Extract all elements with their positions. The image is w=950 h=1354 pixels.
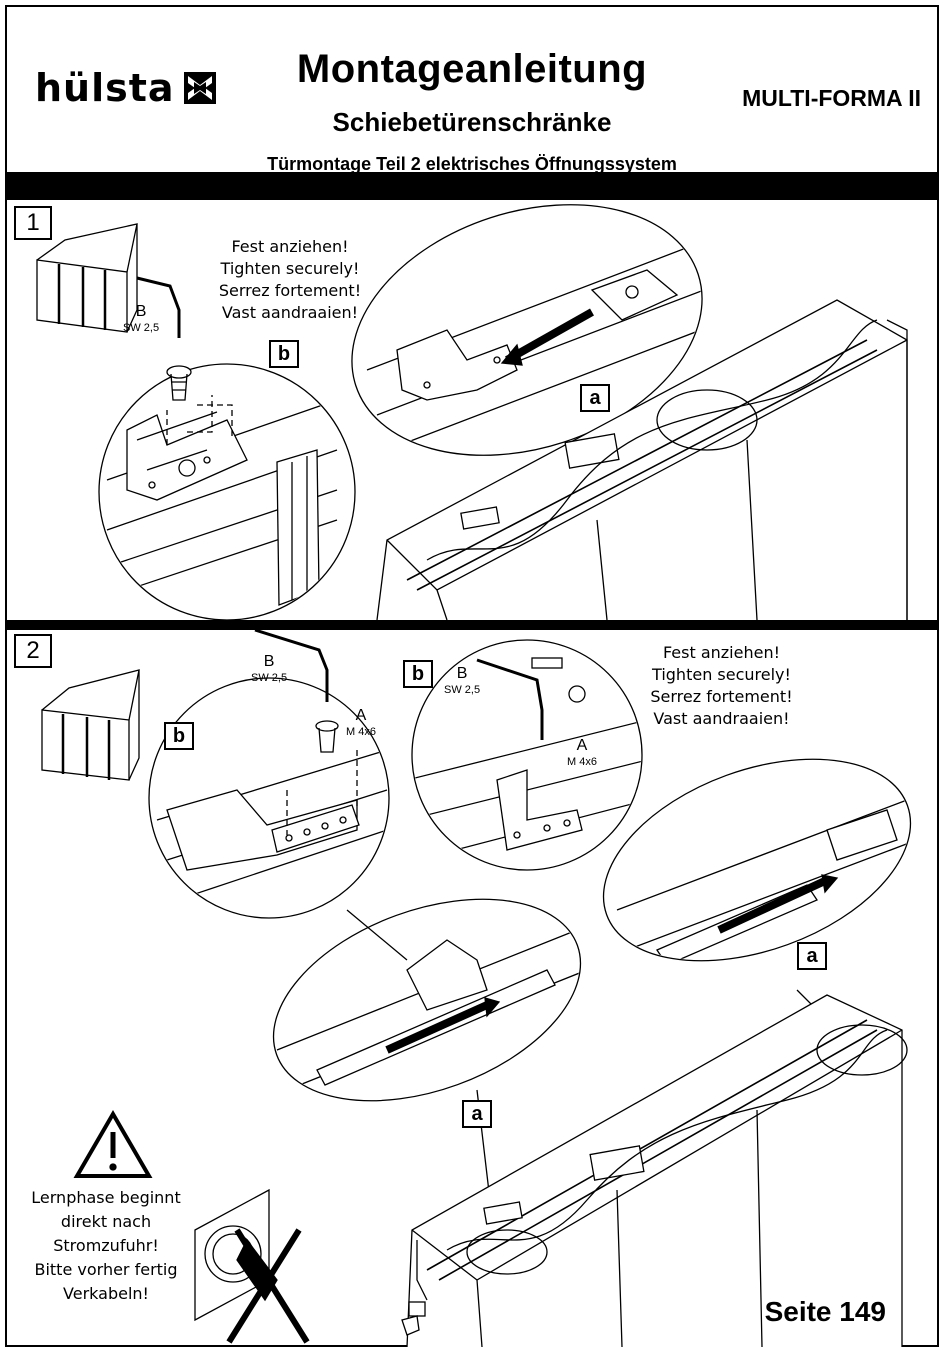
- brand-name: hülsta: [35, 66, 175, 110]
- callout-a-bottom: a: [462, 1100, 492, 1128]
- screw-icon: [166, 365, 192, 401]
- step-2-illustration: [41, 630, 918, 1347]
- step-1-illustration: [36, 204, 908, 620]
- tighten-note: Fest anziehen! Tighten securely! Serrez …: [650, 643, 793, 728]
- no-socket-icon: [194, 1188, 310, 1344]
- wardrobe-thumbnail-icon: [36, 223, 138, 333]
- brand-mark-icon: [183, 72, 216, 104]
- step-2-number: 2: [14, 634, 52, 668]
- model-name: MULTI-FORMA II: [742, 85, 921, 111]
- page-title: Montageanleitung: [296, 47, 648, 91]
- warning-text: Lernphase beginnt direkt nach Stromzufuh…: [31, 1188, 181, 1303]
- header-band: [7, 172, 937, 200]
- step-1: 1: [7, 200, 937, 620]
- brand-logo: hülsta: [35, 69, 217, 107]
- step-1-number: 1: [14, 206, 52, 240]
- header: hülsta Montageanleitung Schiebetürenschr…: [7, 7, 937, 174]
- callout-a-right: a: [797, 942, 827, 970]
- warning-icon: [73, 1110, 153, 1178]
- wardrobe-thumbnail-icon: [41, 669, 140, 781]
- callout-b-left: b: [164, 722, 194, 750]
- tighten-note: Fest anziehen! Tighten securely! Serrez …: [218, 237, 362, 322]
- callout-b-right: b: [403, 660, 433, 688]
- step-2: 2: [7, 630, 937, 1347]
- screw-icon: [315, 720, 339, 753]
- page-number: Seite 149: [764, 1296, 886, 1327]
- callout-a: a: [580, 384, 610, 412]
- page-subtitle: Schiebetürenschränke: [332, 107, 612, 137]
- section-caption: Türmontage Teil 2 elektrisches Öffnungss…: [267, 154, 677, 174]
- callout-b: b: [269, 340, 299, 368]
- step-divider: [7, 620, 937, 630]
